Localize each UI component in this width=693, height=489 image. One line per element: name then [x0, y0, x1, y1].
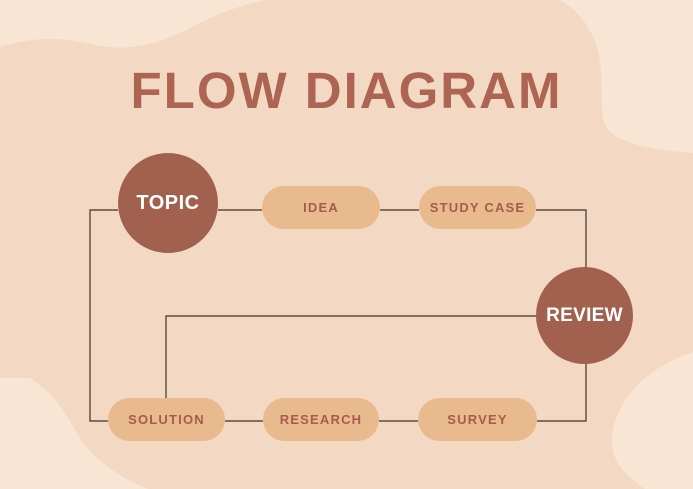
node-review: REVIEW: [536, 267, 633, 364]
node-research-label: RESEARCH: [279, 412, 363, 427]
node-solution: SOLUTION: [108, 398, 225, 441]
node-idea-label: IDEA: [303, 200, 339, 215]
node-study-case-label: STUDY CASE: [429, 200, 526, 215]
node-survey: SURVEY: [418, 398, 537, 441]
connector-solution-topic: [89, 209, 118, 422]
blob-bottom-left: [0, 378, 148, 489]
blob-top-left: [0, 0, 266, 48]
node-research: RESEARCH: [263, 398, 379, 441]
page-title: FLOW DIAGRAM: [130, 62, 563, 119]
node-topic-label: TOPIC: [136, 191, 200, 214]
node-solution-label: SOLUTION: [128, 412, 205, 427]
node-survey-label: SURVEY: [447, 412, 508, 427]
node-review-label: REVIEW: [546, 304, 623, 326]
node-idea: IDEA: [262, 186, 380, 229]
node-topic: TOPIC: [118, 153, 218, 253]
blob-top-right: [560, 0, 693, 153]
connector-review-solution: [165, 315, 536, 398]
blob-bottom-right: [611, 352, 693, 489]
node-study-case: STUDY CASE: [419, 186, 536, 229]
